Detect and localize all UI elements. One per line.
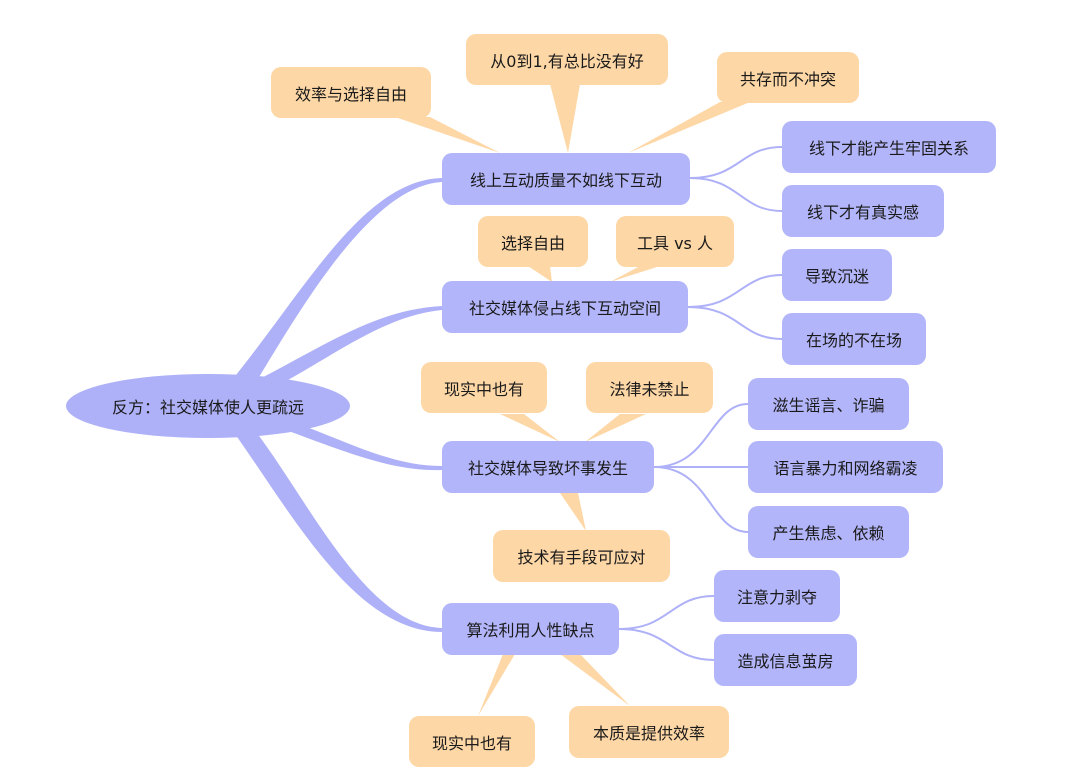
subtopic-offline-strong-relations[interactable]: 线下才能产生牢固关系 (782, 121, 996, 173)
note-label: 工具 vs 人 (637, 233, 713, 253)
note-label: 现实中也有 (431, 733, 512, 753)
callout-t2-n1 (528, 266, 552, 282)
topic-social-media-invades-offline[interactable]: 社交媒体侵占线下互动空间 (442, 281, 688, 333)
topic-label: 线上互动质量不如线下互动 (469, 171, 662, 190)
callout-t1-n1 (395, 117, 500, 153)
subtopic-label: 造成信息茧房 (737, 652, 834, 671)
subtopic-attention-deprivation[interactable]: 注意力剥夺 (714, 570, 840, 622)
note-tech-can-respond[interactable]: 技术有手段可应对 (493, 530, 670, 582)
note-efficiency-freedom[interactable]: 效率与选择自由 (271, 67, 431, 118)
topic-algorithm-exploits-weakness[interactable]: 算法利用人性缺点 (442, 603, 619, 655)
topic-online-interaction-quality[interactable]: 线上互动质量不如线下互动 (442, 153, 690, 205)
callout-t3-n2 (585, 414, 646, 442)
callout-t3-n3 (560, 493, 586, 531)
topic-social-media-causes-harm[interactable]: 社交媒体导致坏事发生 (442, 441, 654, 493)
note-label: 共存而不冲突 (739, 69, 836, 89)
root-topic-label: 反方：社交媒体使人更疏远 (111, 398, 304, 417)
subtopic-label: 线下才能产生牢固关系 (808, 139, 969, 158)
note-coexist[interactable]: 共存而不冲突 (717, 52, 859, 103)
branch-root-topic-4 (222, 412, 442, 632)
note-label: 技术有手段可应对 (517, 548, 646, 567)
link-t4-s1 (618, 595, 715, 630)
subtopic-filter-bubble[interactable]: 造成信息茧房 (714, 634, 857, 686)
link-t1-s1 (689, 146, 783, 179)
callout-t3-n1 (500, 414, 560, 442)
note-free-choice[interactable]: 选择自由 (478, 216, 588, 267)
callout-t1-n2 (550, 84, 580, 153)
note-also-in-reality[interactable]: 现实中也有 (421, 362, 547, 413)
root-topic[interactable]: 反方：社交媒体使人更疏远 (66, 374, 350, 438)
callout-t2-n2 (610, 266, 660, 282)
subtopic-absent-presence[interactable]: 在场的不在场 (782, 313, 926, 365)
note-not-prohibited-by-law[interactable]: 法律未禁止 (586, 362, 713, 413)
note-label: 法律未禁止 (609, 379, 690, 399)
topic-label: 算法利用人性缺点 (466, 621, 595, 640)
subtopic-label: 导致沉迷 (804, 267, 869, 286)
subtopic-addiction[interactable]: 导致沉迷 (782, 249, 892, 301)
note-essence-efficiency[interactable]: 本质是提供效率 (569, 706, 729, 758)
link-t2-s1 (687, 274, 783, 308)
subtopic-offline-realness[interactable]: 线下才有真实感 (782, 185, 944, 237)
link-t4-s2 (618, 628, 715, 661)
note-zero-to-one[interactable]: 从0到1,有总比没有好 (466, 34, 668, 85)
note-label: 现实中也有 (443, 379, 524, 399)
link-t2-s2 (687, 306, 783, 340)
subtopic-rumors-fraud[interactable]: 滋生谣言、诈骗 (748, 378, 909, 430)
link-t1-s2 (689, 177, 783, 212)
subtopic-label: 产生焦虑、依赖 (772, 524, 885, 543)
subtopic-label: 在场的不在场 (805, 331, 902, 350)
note-also-in-reality-2[interactable]: 现实中也有 (409, 716, 535, 767)
callout-t4-n2 (560, 654, 630, 706)
branch-root-topic-1 (222, 178, 442, 392)
note-label: 选择自由 (500, 233, 565, 253)
subtopic-cyberbullying[interactable]: 语言暴力和网络霸凌 (748, 441, 943, 493)
subtopic-label: 注意力剥夺 (736, 588, 817, 607)
link-t3-s3 (653, 466, 749, 533)
callout-t1-n3 (628, 102, 750, 153)
topic-label: 社交媒体侵占线下互动空间 (468, 299, 661, 318)
note-label: 从0到1,有总比没有好 (490, 51, 644, 71)
subtopic-label: 滋生谣言、诈骗 (772, 396, 885, 415)
subtopic-anxiety-dependence[interactable]: 产生焦虑、依赖 (748, 506, 909, 558)
branch-root-topic-2 (230, 306, 442, 396)
note-label: 效率与选择自由 (294, 84, 407, 104)
topic-label: 社交媒体导致坏事发生 (467, 459, 628, 478)
subtopic-label: 语言暴力和网络霸凌 (773, 459, 918, 478)
note-tool-vs-person[interactable]: 工具 vs 人 (616, 216, 734, 267)
callout-t4-n1 (478, 654, 515, 716)
link-t3-s1 (653, 403, 749, 468)
subtopic-label: 线下才有真实感 (806, 203, 919, 222)
note-label: 本质是提供效率 (592, 724, 705, 743)
